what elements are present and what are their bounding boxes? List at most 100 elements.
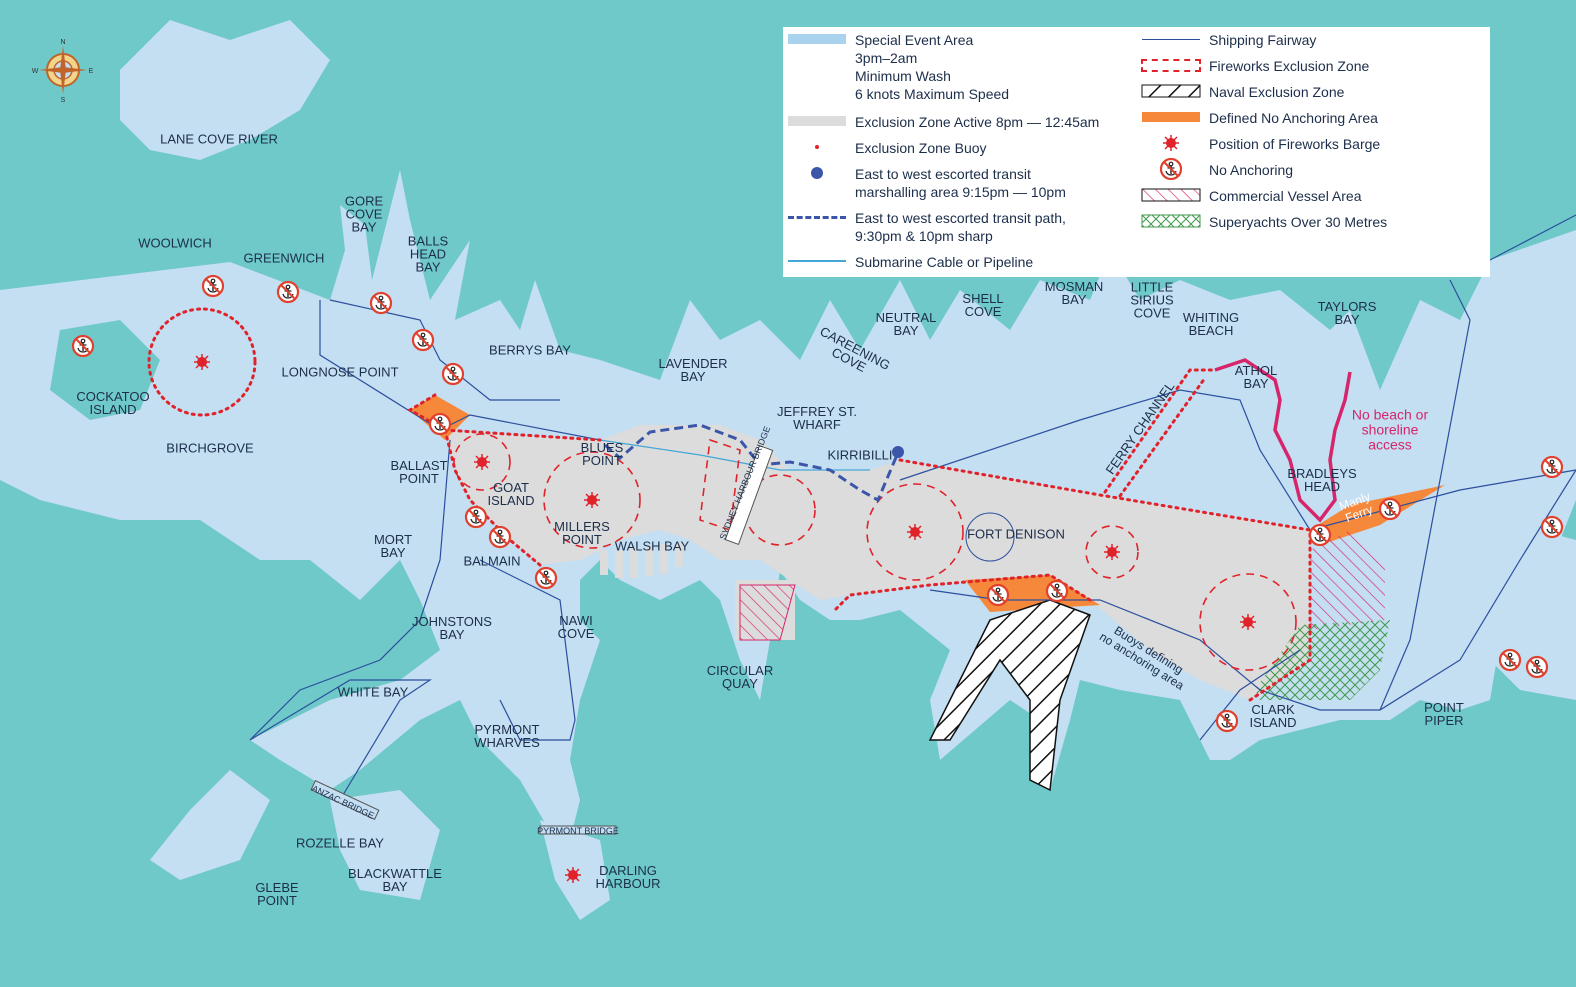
legend-label: Exclusion Zone Active 8pm — 12:45am: [855, 114, 1100, 130]
no-anchoring-icon: [1308, 523, 1332, 547]
no-anchoring-icon: [428, 412, 452, 436]
no-anchoring-icon: [1525, 655, 1549, 679]
place-label-athol-bay: ATHOL BAY: [1234, 363, 1278, 391]
no-beach-access-annotation: No beach or shoreline access: [1351, 406, 1429, 453]
legend-item-fireworks-barge: Position of Fireworks Barge: [1141, 134, 1381, 153]
place-label-lavender-bay: LAVENDER BAY: [658, 356, 728, 384]
bridges: [310, 444, 774, 835]
no-anchoring-icon: [1378, 497, 1402, 521]
fireworks-barge: [193, 353, 211, 371]
legend-item-transit-path: East to west escorted transit path, 9:30…: [787, 209, 1066, 245]
place-label-glebe-point: GLEBE POINT: [255, 880, 299, 908]
place-label-birchgrove: BIRCHGROVE: [166, 440, 254, 456]
legend-label: Commercial Vessel Area: [1209, 188, 1362, 204]
blue-dot-icon: [787, 165, 847, 181]
legend: Special Event Area 3pm–2am Minimum Wash …: [783, 27, 1490, 277]
place-label-balmain: BALMAIN: [463, 553, 521, 569]
fireworks-barge: [583, 491, 601, 509]
no-anchoring-icon: [1141, 158, 1201, 180]
no-beach-access-line: [1214, 358, 1352, 523]
legend-item-shipping-fairway: Shipping Fairway: [1141, 31, 1316, 49]
place-label-fort-denison: FORT DENISON: [967, 526, 1065, 542]
hatch-box-swatch: [1141, 187, 1201, 203]
place-label-millers-point: MILLERS POINT: [554, 519, 610, 547]
legend-item-no-anchoring-area: Defined No Anchoring Area: [1141, 109, 1378, 127]
no-anchoring-icon: [1215, 709, 1239, 733]
legend-item-exclusion-zone-active: Exclusion Zone Active 8pm — 12:45am: [787, 113, 1099, 131]
no-anchoring-icon: [71, 334, 95, 358]
red-dot-icon: [787, 139, 847, 155]
green-crosshatch-swatch: [1141, 213, 1201, 229]
commercial-vessel-area: [1310, 530, 1385, 630]
place-label-little-sirius-cove: LITTLE SIRIUS COVE: [1130, 279, 1174, 321]
place-label-taylors-bay: TAYLORS BAY: [1317, 299, 1377, 327]
legend-label: Special Event Area 3pm–2am Minimum Wash …: [855, 32, 1010, 102]
place-label-goat-island: GOAT ISLAND: [487, 480, 535, 508]
no-anchoring-icon: [1540, 455, 1564, 479]
place-label-bradleys-head: BRADLEYS HEAD: [1287, 466, 1357, 494]
no-anchoring-icon: [276, 280, 300, 304]
legend-label: Defined No Anchoring Area: [1209, 110, 1378, 126]
legend-item-fireworks-exclusion: Fireworks Exclusion Zone: [1141, 57, 1369, 75]
legend-item-exclusion-zone-buoy: Exclusion Zone Buoy: [787, 139, 987, 157]
commercial-vessel-area-quay: [739, 584, 796, 641]
legend-label: Submarine Cable or Pipeline: [855, 254, 1034, 270]
place-label-rozelle-bay: ROZELLE BAY: [296, 835, 384, 851]
fireworks-barge: [1239, 613, 1257, 631]
red-dashed-box-swatch: [1141, 57, 1201, 73]
place-label-balls-head-bay: BALLS HEAD BAY: [407, 233, 449, 275]
place-label-johnstons-bay: JOHNSTONS BAY: [412, 614, 492, 642]
place-label-blackwattle-bay: BLACKWATTLE BAY: [348, 866, 442, 894]
no-anchoring-icon: [411, 328, 435, 352]
shipping-fairway: [249, 214, 1576, 801]
place-label-walsh-bay: WALSH BAY: [614, 538, 690, 554]
fireworks-barge: [1103, 543, 1121, 561]
place-label-ballast-point: BALLAST POINT: [390, 458, 448, 486]
compass-north: N: [60, 39, 65, 46]
exclusion-buoy-line: [407, 368, 1312, 702]
navy-line-swatch: [1141, 31, 1201, 47]
superyacht-area: [1255, 620, 1390, 700]
cyan-line-swatch: [787, 253, 847, 269]
orange-fill-swatch: [1141, 109, 1201, 125]
cockatoo-exclusion-ring: [147, 307, 257, 417]
no-anchoring-icon: [369, 291, 393, 315]
no-anchoring-icon: [986, 583, 1010, 607]
legend-label: Fireworks Exclusion Zone: [1209, 58, 1370, 74]
place-label-mosman-bay: MOSMAN BAY: [1044, 279, 1104, 307]
grey-fill-swatch: [787, 113, 847, 129]
place-label-kirribilli: KIRRIBILLI: [827, 447, 893, 463]
place-label-circular-quay: CIRCULAR QUAY: [706, 663, 774, 691]
place-label-pyrmont-wharves: PYRMONT WHARVES: [474, 722, 540, 750]
naval-exclusion-zone: [928, 599, 1091, 792]
no-anchoring-icon: [488, 525, 512, 549]
place-label-berrys-bay: BERRYS BAY: [489, 342, 571, 358]
place-label-lane-cove-river: LANE COVE RIVER: [160, 131, 278, 147]
place-label-woolwich: WOOLWICH: [138, 235, 212, 251]
no-anchoring-icon: [441, 362, 465, 386]
legend-label: Position of Fireworks Barge: [1209, 136, 1381, 152]
place-label-white-bay: WHITE BAY: [337, 684, 409, 700]
no-anchoring-icon: [1540, 515, 1564, 539]
no-anchoring-icon: [534, 566, 558, 590]
legend-item-commercial-vessel: Commercial Vessel Area: [1141, 187, 1362, 205]
burst-icon: [1141, 134, 1201, 152]
light-blue-fill-swatch: [787, 31, 847, 47]
fireworks-exclusion-zones: [453, 433, 1297, 671]
legend-item-superyachts: Superyachts Over 30 Metres: [1141, 213, 1387, 231]
fireworks-barge: [906, 523, 924, 541]
place-label-gore-cove-bay: GORE COVE BAY: [344, 193, 384, 235]
legend-label: East to west escorted transit marshallin…: [855, 166, 1066, 200]
fireworks-barge: [473, 453, 491, 471]
place-label-cockatoo-island: COCKATOO ISLAND: [76, 389, 150, 417]
legend-item-special-event-area: Special Event Area 3pm–2am Minimum Wash …: [787, 31, 1009, 103]
compass-rose-icon: N S E W: [32, 39, 94, 104]
compass-east: E: [89, 68, 94, 75]
blue-dashed-line-swatch: [787, 209, 847, 225]
place-label-nawi-cove: NAWI COVE: [557, 613, 595, 641]
place-label-neutral-bay: NEUTRAL BAY: [875, 310, 937, 338]
legend-item-marshalling-area: East to west escorted transit marshallin…: [787, 165, 1066, 201]
compass-west: W: [32, 68, 39, 75]
no-anchoring-icon: [1045, 579, 1069, 603]
legend-label: East to west escorted transit path, 9:30…: [855, 210, 1066, 244]
